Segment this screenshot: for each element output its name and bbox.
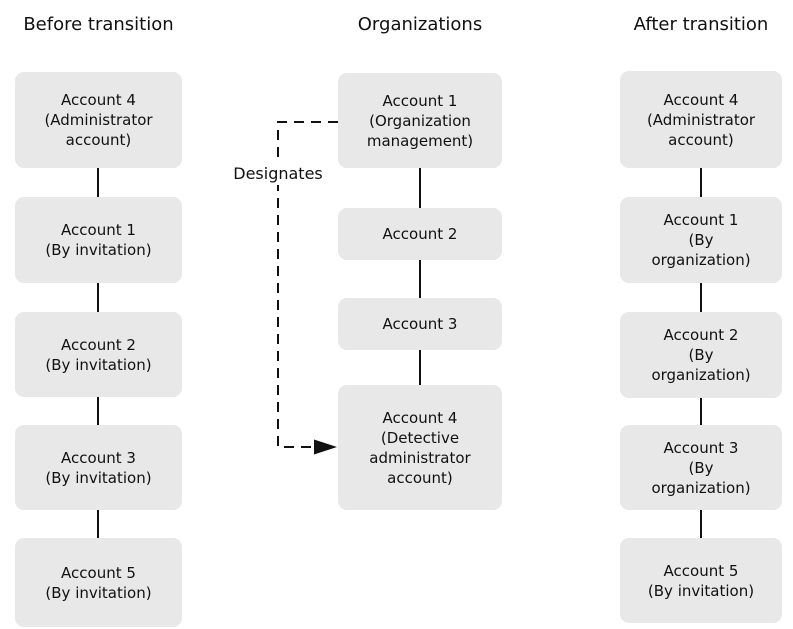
box-after-account4-administrator: Account 4 (Administrator account) (620, 71, 782, 168)
connector-line (700, 398, 702, 425)
box-before-account2-by-invitation: Account 2 (By invitation) (15, 312, 182, 397)
column-title-organizations: Organizations (357, 14, 483, 35)
box-before-account1-by-invitation: Account 1 (By invitation) (15, 197, 182, 283)
box-org-account3: Account 3 (338, 298, 502, 350)
connector-line (700, 168, 702, 197)
connector-line (700, 510, 702, 538)
connector-line (97, 168, 99, 197)
box-after-account1-by-organization: Account 1 (By organization) (620, 197, 782, 283)
connector-line (97, 283, 99, 312)
connector-line (97, 510, 99, 538)
connector-line (700, 283, 702, 312)
box-before-account3-by-invitation: Account 3 (By invitation) (15, 425, 182, 510)
column-title-after-transition: After transition (633, 14, 769, 35)
connector-line (419, 168, 421, 208)
arrowhead-icon (314, 439, 337, 455)
box-before-account5-by-invitation: Account 5 (By invitation) (15, 538, 182, 627)
box-after-account5-by-invitation: Account 5 (By invitation) (620, 538, 782, 623)
designates-label: Designates (222, 163, 334, 185)
connector-line (419, 260, 421, 298)
box-after-account3-by-organization: Account 3 (By organization) (620, 425, 782, 510)
box-org-account2: Account 2 (338, 208, 502, 260)
column-title-before-transition: Before transition (23, 14, 174, 35)
connector-line (97, 397, 99, 425)
connector-line (419, 350, 421, 385)
box-org-account4-detective-administrator: Account 4 (Detective administrator accou… (338, 385, 502, 510)
box-org-account1-organization-management: Account 1 (Organization management) (338, 73, 502, 168)
box-before-account4-administrator: Account 4 (Administrator account) (15, 72, 182, 168)
box-after-account2-by-organization: Account 2 (By organization) (620, 312, 782, 398)
